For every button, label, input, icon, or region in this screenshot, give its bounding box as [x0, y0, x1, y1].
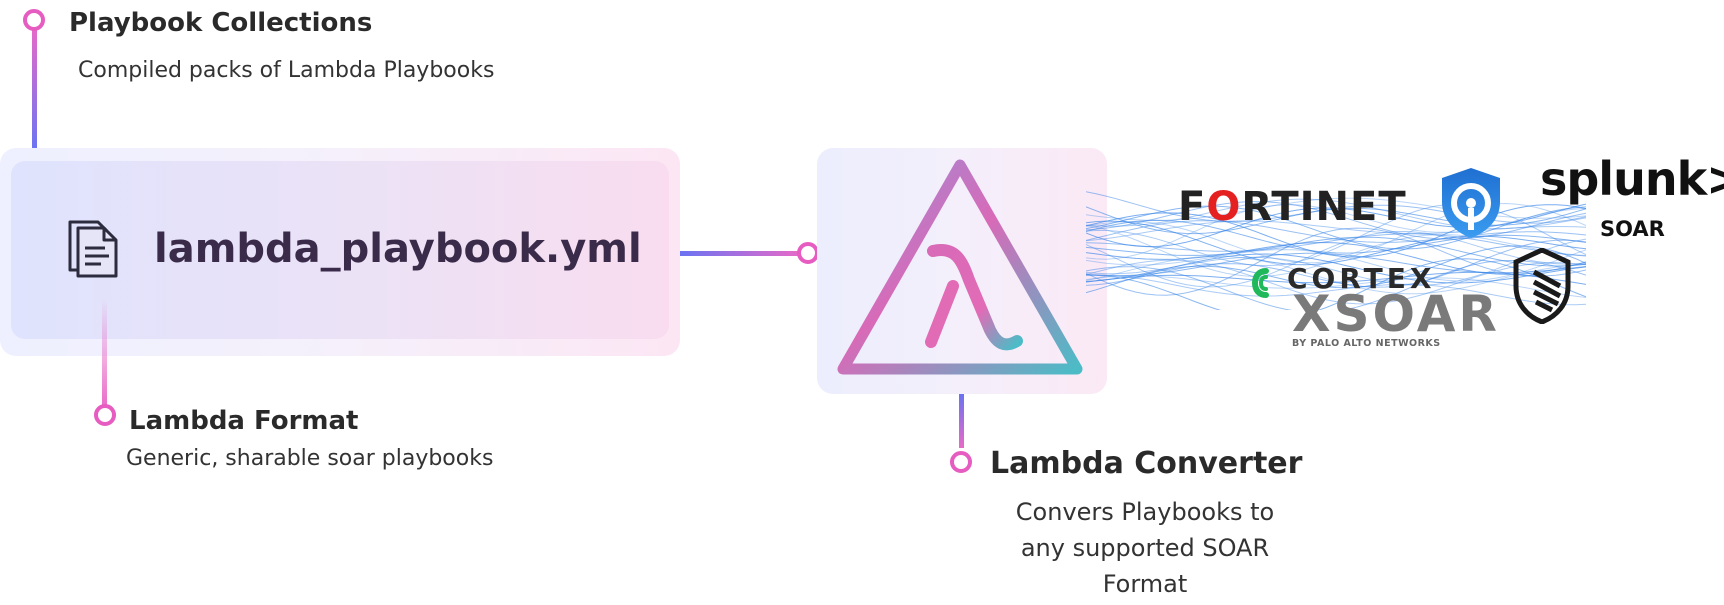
- converter-description-line: Convers Playbooks to: [1015, 498, 1275, 526]
- file-card[interactable]: [11, 161, 669, 339]
- shield-icon: [1438, 166, 1504, 245]
- format-title: Lambda Format: [129, 406, 359, 436]
- wave-line: [1085, 271, 1587, 285]
- wave-line: [1085, 225, 1587, 277]
- collections-description: Compiled packs of Lambda Playbooks: [78, 58, 495, 83]
- wave-line: [1085, 203, 1587, 248]
- fortinet-logo-text: FORTINET: [1178, 184, 1407, 230]
- wave-line: [1085, 274, 1587, 306]
- wave-line: [1085, 220, 1587, 266]
- wave-line: [1085, 258, 1587, 320]
- wave-line: [1085, 203, 1587, 267]
- wave-line: [1085, 245, 1587, 294]
- wave-line: [1085, 220, 1587, 243]
- cortex-logo: CORTEX: [1287, 262, 1436, 295]
- wave-line: [1085, 231, 1587, 288]
- wave-line: [1085, 220, 1587, 242]
- lambda-triangle-icon: [835, 158, 1089, 385]
- connector-node-converter-label: [950, 451, 972, 473]
- wave-line: [1085, 259, 1587, 305]
- converter-description: Convers Playbooks to any supported SOAR …: [960, 494, 1330, 602]
- wave-line: [1085, 197, 1587, 221]
- wave-line: [1085, 253, 1587, 284]
- wave-line: [1085, 206, 1587, 235]
- wave-line: [1085, 219, 1587, 254]
- security-shield-icon: [1512, 247, 1572, 329]
- wave-line: [1085, 233, 1587, 257]
- wave-line: [1085, 204, 1587, 260]
- wave-graphic: [1085, 190, 1587, 320]
- collections-title: Playbook Collections: [69, 8, 373, 38]
- connector-converter: [959, 394, 964, 448]
- wave-line: [1085, 275, 1587, 298]
- connector-file-converter: [680, 251, 802, 256]
- wave-line: [1085, 205, 1587, 250]
- connector-node-converter: [797, 242, 819, 264]
- xsoar-logo: XSOAR: [1292, 285, 1500, 343]
- wave-line: [1085, 255, 1587, 295]
- splunk-logo: splunk>: [1540, 152, 1724, 206]
- connector-format: [102, 298, 107, 408]
- document-icon: [66, 218, 122, 285]
- connector-collections: [32, 26, 37, 150]
- connector-node-collections: [23, 9, 45, 31]
- splunk-soar-label: SOAR: [1600, 217, 1665, 241]
- converter-description-line: Format: [1102, 570, 1188, 598]
- wave-line: [1085, 241, 1587, 275]
- cortex-icon: [1251, 268, 1280, 303]
- file-name: lambda_playbook.yml: [154, 226, 642, 272]
- palo-alto-label: BY PALO ALTO NETWORKS: [1292, 338, 1441, 349]
- converter-title: Lambda Converter: [990, 446, 1303, 481]
- wave-line: [1085, 202, 1587, 264]
- connector-node-format: [94, 404, 116, 426]
- wave-line: [1085, 249, 1587, 282]
- converter-description-line: any supported SOAR: [1020, 534, 1270, 562]
- fortinet-logo: FORTINET: [1178, 184, 1407, 230]
- format-description: Generic, sharable soar playbooks: [126, 446, 494, 471]
